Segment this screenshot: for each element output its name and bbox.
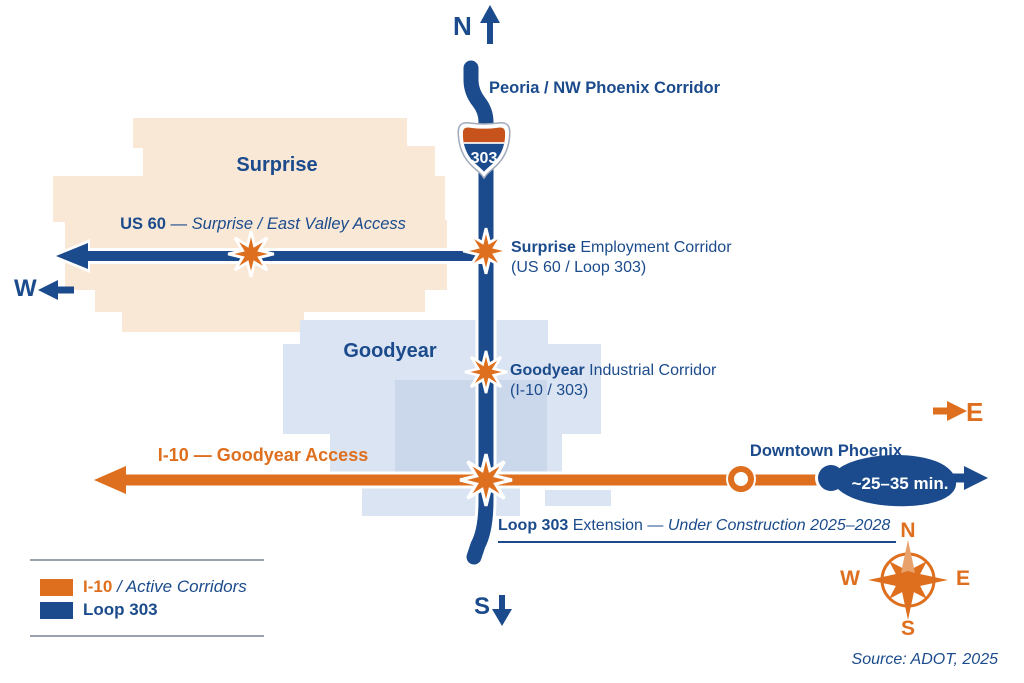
us60-access-label: US 60 — Surprise / East Valley Access	[113, 214, 413, 235]
goodyear-corridor-label: Goodyear Industrial Corridor (I-10 / 303…	[510, 361, 716, 401]
peoria-corridor-label: Peoria / NW Phoenix Corridor	[489, 79, 721, 97]
surprise-region-block	[122, 312, 304, 332]
downtown-phoenix-node	[818, 465, 844, 491]
downtown-phoenix-marker	[815, 454, 988, 507]
us60-road	[50, 239, 486, 273]
goodyear-corridor-label-routes: (I-10 / 303)	[510, 382, 589, 399]
surprise-region-block	[143, 146, 435, 178]
downtown-phoenix-label: Downtown Phoenix	[749, 442, 903, 460]
goodyear-region-block	[395, 380, 547, 472]
surprise-region-block	[53, 176, 445, 222]
loop303-extension-road: Loop 303	[498, 517, 569, 534]
surprise-corridor-label-desc: Employment Corridor	[580, 239, 732, 256]
us60-access-star-marker	[226, 229, 276, 279]
legend-item-i10: I-10 / Active Corridors	[40, 577, 264, 597]
south-edge-arrow-icon	[492, 595, 512, 626]
us60-access-label-desc: — Surprise / East Valley Access	[170, 215, 406, 233]
west-edge-arrow-icon	[38, 280, 74, 300]
goodyear-corridor-label-desc: Industrial Corridor	[589, 362, 717, 379]
us60-access-label-road: US 60	[120, 215, 166, 233]
goodyear-corridor-star-marker	[463, 349, 509, 395]
legend-swatch-i10	[40, 578, 73, 596]
loop303-extension-label: Loop 303 Extension — Under Construction …	[498, 516, 897, 543]
surprise-region-label: Surprise	[236, 154, 318, 176]
loop303-shield-icon: 303	[460, 125, 508, 175]
surprise-corridor-label-routes: (US 60 / Loop 303)	[511, 259, 647, 276]
legend-loop303-label: Loop 303	[83, 600, 158, 619]
i10-road	[88, 462, 831, 498]
surprise-region-block	[133, 118, 407, 148]
i10-junction-star-marker	[458, 452, 514, 508]
south-edge-label: S	[474, 593, 491, 620]
us60-west-arrowhead	[56, 243, 88, 269]
west-edge-label: W	[14, 275, 37, 302]
surprise-corridor-star-marker	[461, 226, 511, 276]
north-edge-label: N	[453, 11, 472, 41]
i10-west-arrowhead	[94, 466, 126, 494]
loop303-road	[460, 57, 497, 568]
compass-rose-west-label: W	[840, 567, 860, 590]
source-attribution: Source: ADOT, 2025	[851, 651, 998, 668]
east-edge-label: E	[966, 397, 984, 427]
goodyear-corridor-label-city: Goodyear	[510, 362, 585, 379]
compass-rose-icon	[868, 540, 948, 620]
travel-time-blob	[833, 454, 957, 507]
travel-time-label: ~25–35 min.	[851, 474, 949, 493]
legend-i10-desc: / Active Corridors	[117, 577, 247, 596]
east-edge-arrow-icon	[933, 401, 967, 421]
legend-swatch-loop303	[40, 601, 73, 619]
goodyear-region-block	[545, 490, 611, 506]
compass-rose-north-label: N	[900, 519, 916, 542]
compass-rose-east-label: E	[955, 567, 970, 590]
goodyear-region-block	[300, 320, 548, 346]
legend-item-loop303: Loop 303	[40, 600, 264, 620]
surprise-region-block	[95, 290, 425, 312]
north-edge-arrow-icon	[480, 5, 500, 44]
compass-rose-south-label: S	[900, 617, 915, 640]
goodyear-region-label: Goodyear	[343, 340, 437, 362]
loop303-extension-mid: Extension —	[572, 517, 664, 534]
legend-i10-label: I-10	[83, 577, 113, 596]
i10-interchange-ring	[728, 466, 754, 492]
i10-access-label: I-10 — Goodyear Access	[157, 445, 369, 465]
loop303-extension-status: Under Construction 2025–2028	[667, 517, 891, 534]
surprise-corridor-label-city: Surprise	[511, 239, 576, 256]
east-continue-arrowhead	[964, 466, 988, 490]
legend: I-10 / Active Corridors Loop 303	[30, 559, 264, 637]
surprise-corridor-label: Surprise Employment Corridor (US 60 / Lo…	[511, 238, 732, 278]
shield-number: 303	[471, 150, 498, 167]
